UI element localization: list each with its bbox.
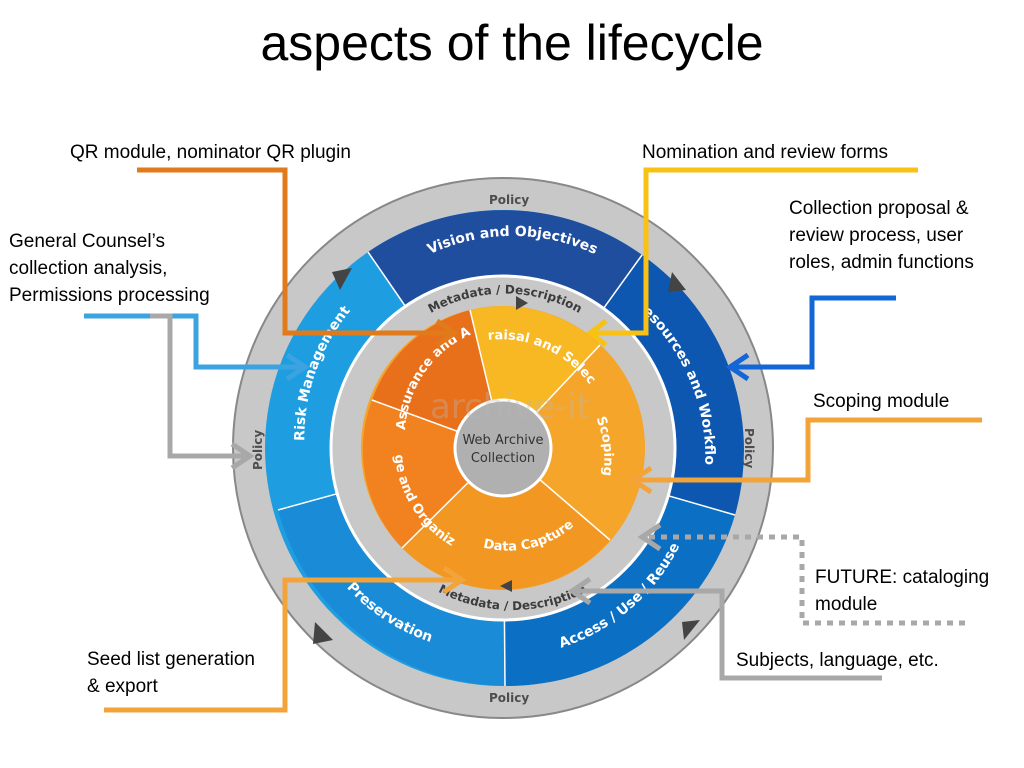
nomination-arrowhead bbox=[585, 319, 608, 347]
seedlist-arrowhead bbox=[442, 565, 467, 595]
seed-list-line-2: & export bbox=[87, 676, 158, 697]
seed-list-line-1: Seed list generation bbox=[87, 649, 255, 670]
future-cataloging-line-1: FUTURE: cataloging bbox=[815, 567, 990, 588]
segment-scoping bbox=[503, 345, 645, 540]
ring-arrows bbox=[313, 268, 700, 644]
counsel-connector bbox=[84, 313, 305, 370]
collection-proposal-line-3: roles, admin functions bbox=[789, 252, 974, 273]
qr-connector bbox=[137, 167, 455, 336]
policy-label-top: Policy bbox=[489, 193, 529, 207]
future-connector bbox=[642, 534, 965, 626]
collection-proposal-line-2: review process, user bbox=[789, 225, 964, 246]
general-counsel-line-1: General Counsel’s bbox=[9, 231, 165, 252]
slide-title: aspects of the lifecycle bbox=[260, 15, 764, 71]
seedlist-connector bbox=[104, 577, 462, 713]
policy-label-left: Policy bbox=[251, 430, 265, 470]
general-counsel-line-3: Permissions processing bbox=[9, 285, 210, 306]
subjects-arrowhead bbox=[567, 576, 592, 606]
collection-proposal-label: Collection proposal & review process, us… bbox=[789, 195, 974, 276]
watermark: archive-it bbox=[430, 387, 590, 427]
scoping-arrowhead bbox=[628, 465, 653, 495]
segment-datacapture bbox=[402, 448, 610, 590]
center-label-2: Collection bbox=[471, 451, 535, 466]
future-cataloging-line-2: module bbox=[815, 594, 878, 615]
collection-proposal-line-1: Collection proposal & bbox=[789, 198, 969, 219]
nomination-forms-label: Nomination and review forms bbox=[642, 142, 889, 163]
center-label-1: Web Archive bbox=[462, 433, 543, 448]
future-arrowhead bbox=[637, 522, 662, 552]
policy-label-bottom: Policy bbox=[489, 691, 529, 705]
subjects-connector bbox=[572, 588, 882, 681]
nomination-connector bbox=[590, 167, 918, 336]
qr-module-label: QR module, nominator QR plugin bbox=[70, 142, 351, 163]
subjects-label: Subjects, language, etc. bbox=[736, 650, 939, 671]
center-circle bbox=[453, 398, 553, 498]
general-counsel-line-2: collection analysis, bbox=[9, 258, 168, 279]
counsel-arrowhead bbox=[285, 352, 310, 382]
qr-arrowhead bbox=[435, 318, 460, 348]
scoping-module-label: Scoping module bbox=[813, 391, 950, 412]
general-counsel-label: General Counsel’s collection analysis, P… bbox=[9, 228, 210, 309]
seed-list-label: Seed list generation & export bbox=[87, 646, 255, 700]
policy-label-right: Policy bbox=[742, 428, 756, 468]
scoping-connector bbox=[633, 417, 982, 483]
counsel-gray-arrowhead bbox=[230, 441, 255, 471]
proposal-arrowhead bbox=[725, 352, 750, 382]
proposal-connector bbox=[730, 295, 896, 370]
future-cataloging-label: FUTURE: cataloging module bbox=[815, 564, 989, 618]
counsel-gray-connector bbox=[150, 313, 250, 459]
